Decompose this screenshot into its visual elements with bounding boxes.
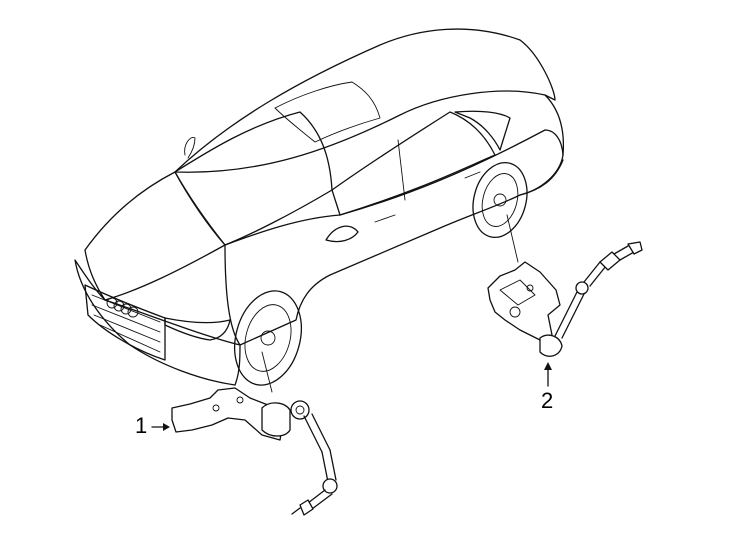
- callout-number-2: 2: [541, 388, 554, 413]
- leader-line-2: [506, 214, 519, 263]
- sensor-1-illustration: [171, 387, 338, 516]
- car-illustration: [74, 28, 565, 386]
- arrow-icon: [544, 362, 552, 387]
- leader-line-1: [261, 351, 273, 393]
- arrow-icon: [151, 423, 170, 431]
- callout-number-1: 1: [135, 413, 148, 438]
- sensor-2-illustration: [487, 241, 643, 357]
